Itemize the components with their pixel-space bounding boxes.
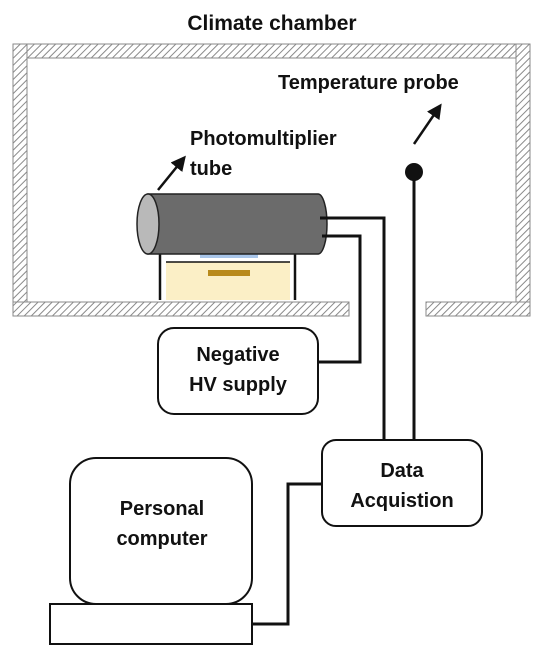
sample-holder xyxy=(158,252,297,300)
pmt-label-line2: tube xyxy=(190,158,233,180)
pc-label: Personal computer xyxy=(72,494,252,554)
climate-chamber xyxy=(12,43,531,317)
chamber-wall-right xyxy=(515,43,531,317)
hv-supply-label: Negative HV supply xyxy=(158,340,318,400)
hv-cable xyxy=(318,234,362,364)
daq-label: Data Acquistion xyxy=(322,456,482,516)
temperature-probe-label: Temperature probe xyxy=(278,72,459,94)
chamber-title: Climate chamber xyxy=(187,12,357,35)
pmt-label-line1: Photomultiplier xyxy=(190,128,337,150)
sample-dish xyxy=(166,262,290,300)
cables xyxy=(252,172,416,626)
pmt-body xyxy=(147,193,328,255)
daq-label-line2: Acquistion xyxy=(350,490,454,512)
chamber-wall-top xyxy=(12,43,531,59)
chamber-floor-left xyxy=(12,301,350,317)
pc-base xyxy=(49,603,253,645)
pmt-end-cap xyxy=(136,193,160,255)
pc-label-line2: computer xyxy=(116,528,208,550)
chamber-floor-right xyxy=(425,301,531,317)
pc-label-line1: Personal xyxy=(119,498,205,520)
daq-label-line1: Data xyxy=(380,460,424,482)
pmt-label: Photomultiplier tube xyxy=(190,124,337,184)
hv-supply-box xyxy=(157,327,319,415)
probe-arrow xyxy=(412,103,442,145)
sample-strip xyxy=(208,270,250,276)
hv-label-line2: HV supply xyxy=(189,374,287,396)
temperature-probe xyxy=(405,163,423,181)
pc-cable xyxy=(252,482,322,626)
photomultiplier-tube xyxy=(136,193,328,258)
pmt-arrow xyxy=(157,155,186,191)
chamber-wall-left xyxy=(12,43,28,317)
hv-label-line1: Negative xyxy=(196,344,280,366)
signal-cable xyxy=(320,216,386,440)
daq-box xyxy=(321,439,483,527)
